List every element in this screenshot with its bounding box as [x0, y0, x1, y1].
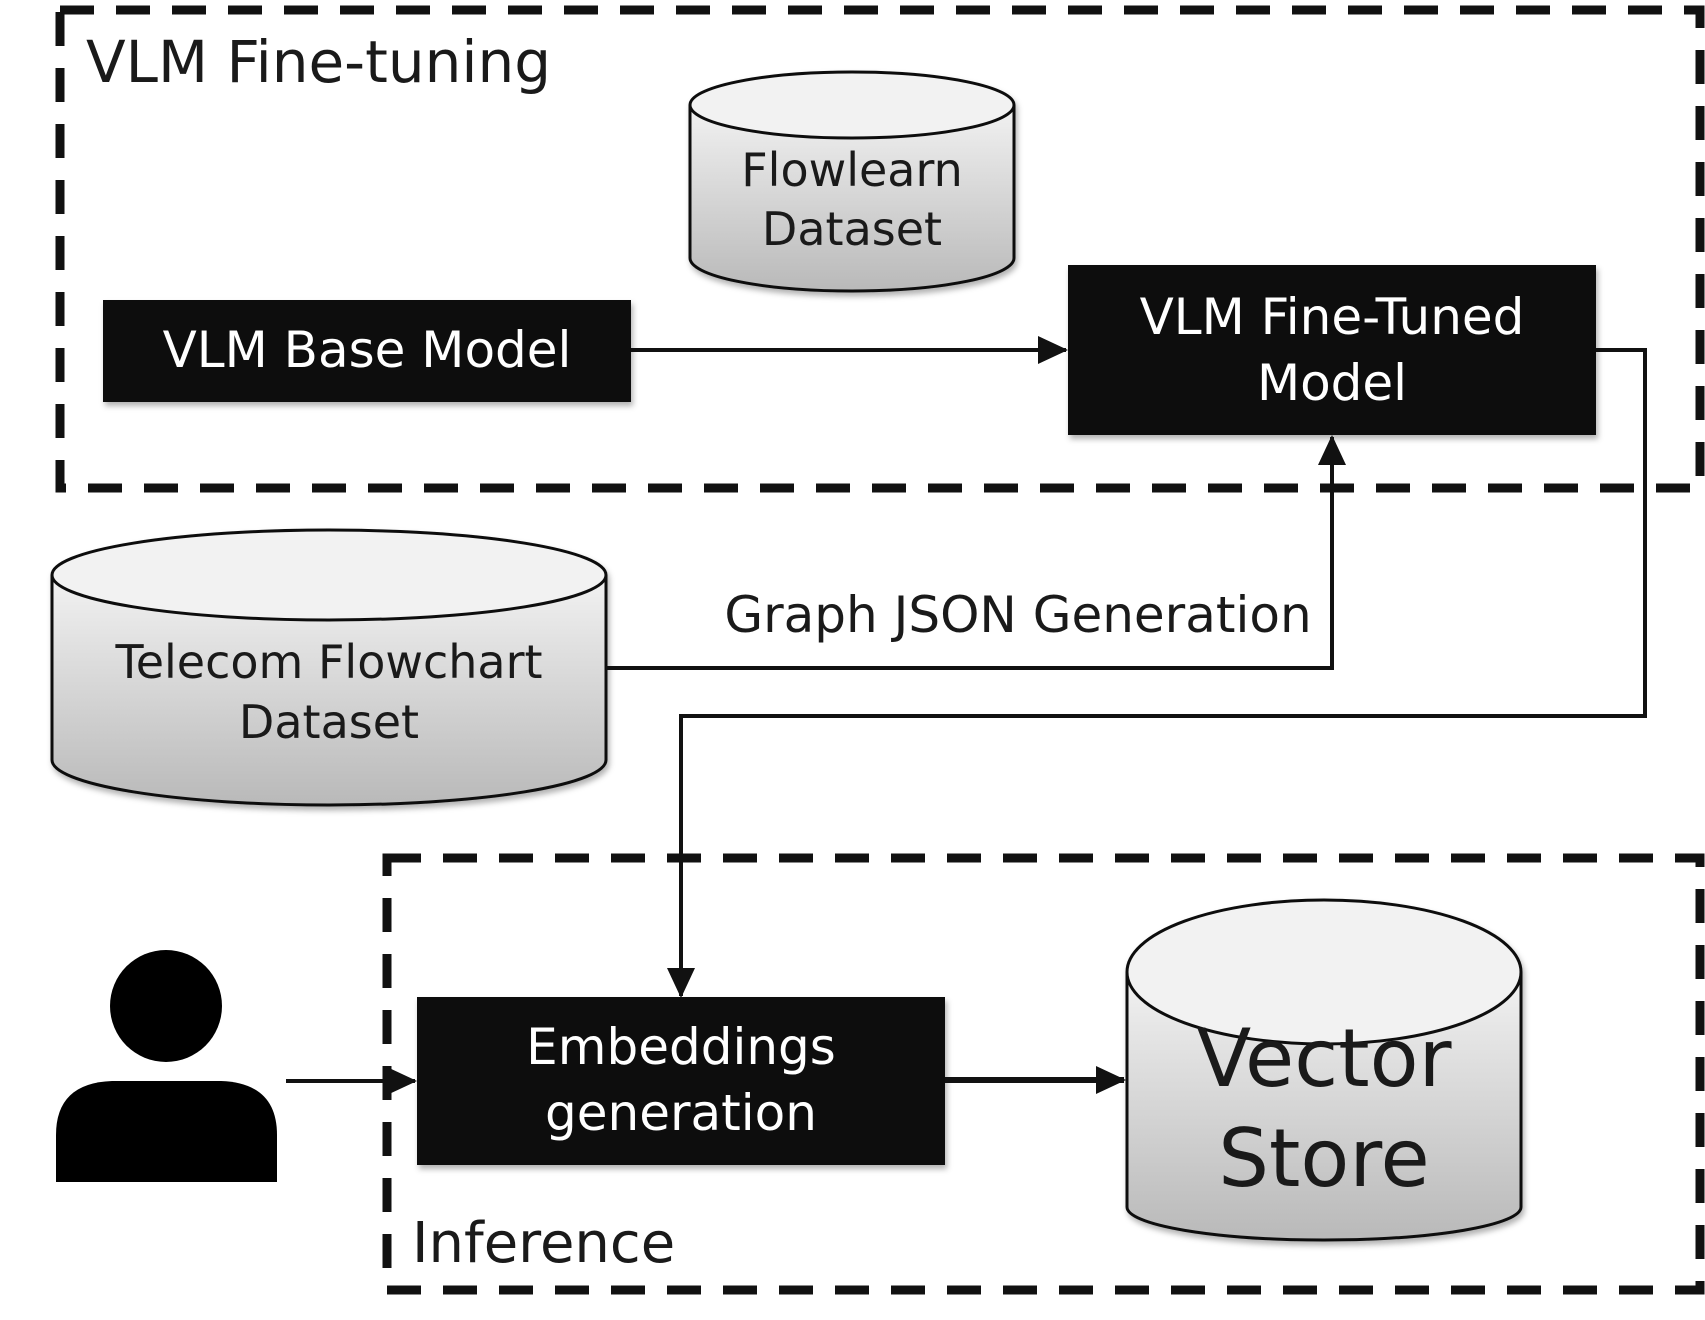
vlm-finetuned-model-label: VLM Fine-Tuned [1140, 288, 1525, 346]
edge-finetuned-to-embeddings [667, 348, 1647, 998]
graph-json-generation-label: Graph JSON Generation [724, 586, 1311, 644]
finetuning-group: VLM Fine-tuning [55, 5, 1705, 493]
telecom-flowchart-dataset-label-line2: Dataset [239, 695, 419, 749]
flowlearn-dataset-cylinder [688, 70, 1016, 293]
vector-store-cylinder [1125, 898, 1523, 1242]
telecom-flowchart-dataset-label: Telecom Flowchart [114, 635, 542, 689]
inference-group-title: Inference [412, 1211, 675, 1276]
finetuning-group-title: VLM Fine-tuning [86, 28, 551, 96]
flowlearn-dataset-label: Flowlearn [741, 143, 963, 197]
vector-store-label-line2: Store [1218, 1112, 1429, 1205]
flowlearn-dataset-label-line2: Dataset [762, 202, 942, 256]
vlm-base-model-box [103, 300, 631, 402]
vlm-finetuned-model-box [1068, 265, 1596, 435]
edge-telecom-to-finetuned [606, 435, 1346, 670]
embeddings-generation-label-line2: generation [545, 1084, 817, 1142]
telecom-flowchart-dataset-cylinder [50, 528, 608, 807]
embeddings-generation-box [417, 997, 945, 1165]
embeddings-generation-label: Embeddings [526, 1018, 836, 1076]
vlm-finetuned-model-label-line2: Model [1257, 354, 1407, 412]
user-icon [56, 950, 277, 1182]
vlm-base-model-label: VLM Base Model [163, 321, 572, 379]
vector-store-label: Vector [1197, 1012, 1452, 1105]
